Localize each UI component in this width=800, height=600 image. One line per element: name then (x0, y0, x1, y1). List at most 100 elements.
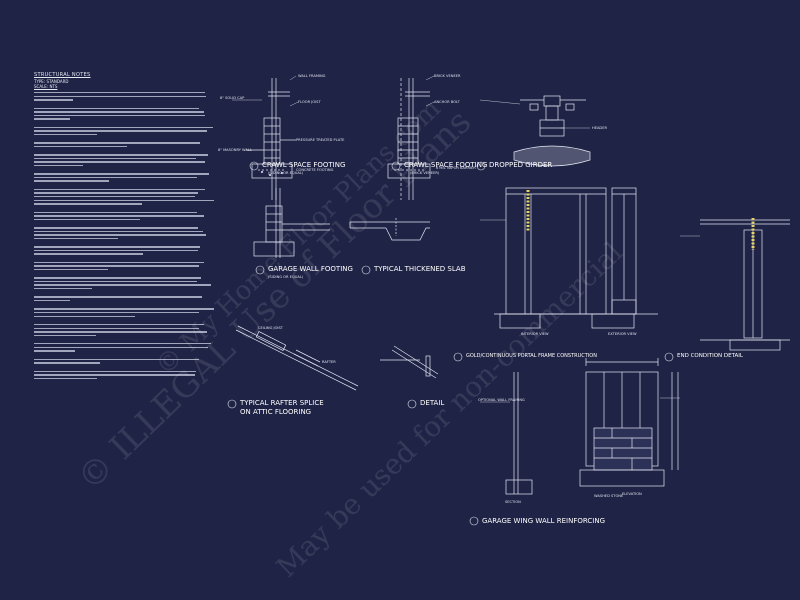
detail-marker (361, 265, 371, 275)
note-text-line (34, 196, 196, 198)
detail-marker (249, 161, 259, 171)
note-text-line (34, 296, 202, 298)
callout-washed-stone: WASHED STONE (594, 494, 624, 498)
note-text-line (34, 323, 205, 326)
note-paragraph (34, 296, 214, 302)
structural-notes-text (34, 92, 214, 386)
detail-marker (453, 352, 463, 362)
note-text-line (34, 261, 204, 264)
detail-marker (391, 161, 401, 171)
note-text-line (34, 130, 207, 132)
detail-title-rafter-splice-line2: ON ATTIC FLOORING (240, 408, 312, 416)
note-paragraph (34, 323, 214, 337)
dropped-girder-detail (513, 95, 591, 167)
notes-title: STRUCTURAL NOTES (34, 72, 91, 78)
note-text-line (34, 145, 127, 148)
note-text-line (34, 370, 196, 372)
note-text-line (34, 215, 204, 217)
note-text-line (34, 374, 196, 376)
note-text-line (34, 237, 118, 240)
note-paragraph (34, 92, 214, 101)
note-text-line (34, 350, 75, 352)
callout-header: HEADER (592, 126, 607, 130)
note-text-line (34, 142, 201, 144)
note-text-line (34, 265, 200, 267)
detail-marker (227, 399, 237, 409)
note-text-line (34, 358, 199, 361)
detail-title-end-condition: END CONDITION DETAIL (677, 353, 743, 359)
detail-title-portal-frame: GOLD/CONTINUOUS PORTAL FRAME CONSTRUCTIO… (466, 353, 597, 359)
detail-subtitle: (BRICK VENEER) (410, 171, 440, 175)
callout-pressure-treated-plate: PRESSURE TREATED PLATE (296, 138, 345, 142)
thickened-slab-detail (349, 218, 430, 241)
note-text-line (34, 253, 143, 255)
note-paragraph (34, 246, 214, 255)
note-text-line (34, 99, 74, 101)
notes-subtitle: TYPE: STANDARD (34, 79, 69, 84)
note-paragraph (34, 211, 214, 221)
note-text-line (34, 176, 198, 179)
note-text-line (34, 327, 200, 329)
note-text-line (34, 246, 201, 248)
note-text-line (34, 312, 200, 314)
note-text-line (34, 343, 211, 345)
callout-optional-wall-framing: OPTIONAL WALL FRAMING (478, 398, 525, 402)
detail-title-garage-wing-wall: GARAGE WING WALL REINFORCING (482, 517, 606, 525)
note-paragraph (34, 358, 214, 364)
note-text-line (34, 126, 214, 129)
portal-frame-detail (494, 187, 658, 329)
note-text-line (34, 114, 206, 117)
garage-wing-wall-detail (505, 358, 679, 495)
view-label-elevation: ELEVATION (622, 492, 642, 496)
note-text-line (34, 227, 199, 229)
view-label-section: SECTION (505, 500, 521, 504)
note-text-line (34, 362, 101, 364)
note-paragraph (34, 277, 214, 290)
note-text-line (34, 280, 198, 283)
detail-title-crawl-space-footing-brick: CRAWL SPACE FOOTING (404, 161, 488, 169)
note-text-line (34, 157, 196, 160)
note-paragraph (34, 142, 214, 148)
detail-marker (664, 352, 674, 362)
view-label-exterior: EXTERIOR VIEW (608, 332, 637, 336)
notes-scale: SCALE: NTS (34, 84, 58, 89)
end-condition-detail (700, 219, 790, 351)
note-text-line (34, 277, 202, 279)
detail-marker (255, 265, 265, 275)
note-paragraph (34, 126, 214, 136)
note-paragraph (34, 370, 214, 380)
detail-marker (407, 399, 417, 409)
note-paragraph (34, 308, 214, 317)
detail-title-dropped-girder: DROPPED GIRDER (489, 161, 553, 169)
note-paragraph (34, 173, 214, 182)
note-text-line (34, 315, 135, 317)
callout-anchor-bolt: ANCHOR BOLT (434, 100, 460, 104)
note-text-line (34, 107, 200, 109)
detail-title-garage-wall-footing: GARAGE WALL FOOTING (268, 265, 353, 273)
crawl-space-footing-brick-detail (387, 78, 431, 200)
detail-title-thickened-slab: TYPICAL THICKENED SLAB (374, 265, 466, 273)
note-text-line (34, 308, 214, 310)
callout-rafter: RAFTER (322, 360, 336, 364)
note-text-line (34, 268, 108, 271)
note-text-line (34, 300, 71, 302)
note-paragraph (34, 188, 214, 205)
note-text-line (34, 211, 197, 213)
callout-wall-framing: WALL FRAMING (298, 74, 326, 78)
note-text-line (34, 234, 207, 236)
callout-floor-joist: FLOOR JOIST (298, 100, 321, 104)
note-text-line (34, 230, 204, 233)
note-text-line (34, 154, 209, 156)
crawl-space-footing-detail (246, 78, 296, 200)
detail-marker (469, 516, 479, 526)
note-paragraph (34, 343, 214, 352)
note-paragraph (34, 107, 214, 120)
rafter-splice-detail (235, 325, 359, 391)
callout-ceiling-joist: CEILING JOIST (258, 326, 283, 330)
note-text-line (34, 249, 198, 252)
detail-title-rafter-splice: TYPICAL RAFTER SPLICE (240, 399, 324, 407)
note-paragraph (34, 261, 214, 271)
small-detail (380, 345, 439, 379)
note-text-line (34, 284, 211, 286)
